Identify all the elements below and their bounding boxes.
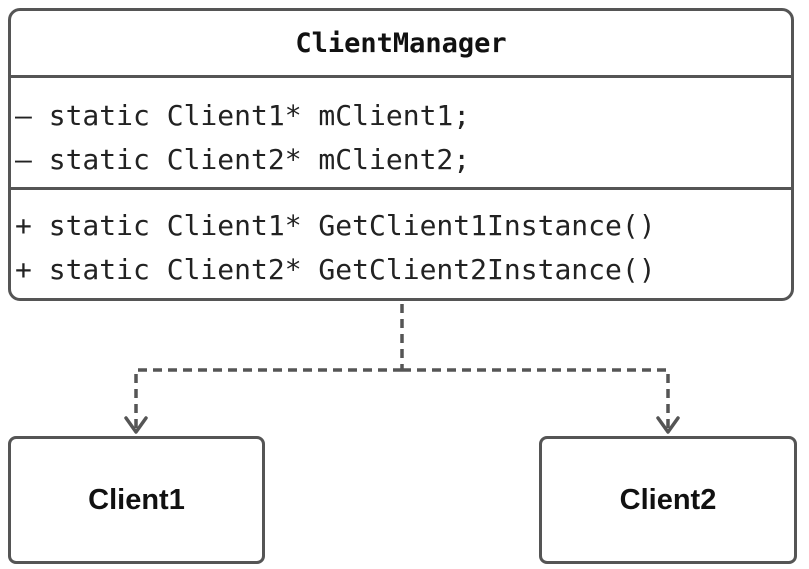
- class-attributes: – static Client1* mClient1; – static Cli…: [11, 78, 791, 190]
- attribute-mclient2: – static Client2* mClient2;: [15, 143, 471, 176]
- class-client-manager: ClientManager – static Client1* mClient1…: [8, 8, 794, 301]
- method-getclient1instance: + static Client1* GetClient1Instance(): [15, 209, 656, 242]
- class-name: ClientManager: [11, 11, 791, 78]
- class-methods: + static Client1* GetClient1Instance() +…: [11, 190, 791, 292]
- arrowhead-client1-icon: [124, 416, 148, 434]
- arrowhead-client2-icon: [656, 416, 680, 434]
- class-client2: Client2: [539, 436, 797, 564]
- method-getclient2instance: + static Client2* GetClient2Instance(): [15, 253, 656, 286]
- edge-manager-to-client2: [402, 368, 670, 428]
- edge-manager-to-client1: [134, 368, 402, 428]
- attribute-mclient1: – static Client1* mClient1;: [15, 99, 471, 132]
- class-client1: Client1: [8, 436, 265, 564]
